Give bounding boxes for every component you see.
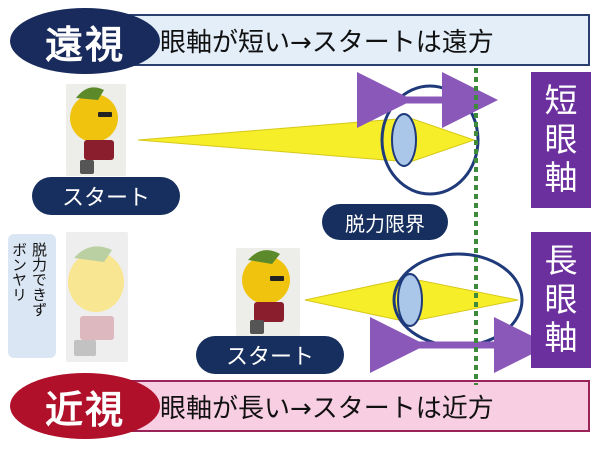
top-banner: 眼軸が短い→スタートは遠方: [118, 14, 590, 66]
long-axis-char-1: 長: [544, 240, 578, 280]
long-axis-label: 長 眼 軸: [531, 232, 591, 368]
blurry-note-col1: 脱力できず: [30, 242, 48, 317]
blurry-note-col2: ボンヤリ: [10, 242, 28, 302]
blurry-note: 脱力できず ボンヤリ: [8, 234, 56, 358]
bottom-start-tag: スタート: [196, 336, 344, 374]
short-axis-char-1: 短: [544, 80, 578, 120]
top-start-tag: スタート: [32, 177, 180, 215]
relaxation-limit-label: 脱力限界: [322, 204, 448, 240]
myopia-label: 近視: [10, 373, 160, 439]
long-axis-char-3: 軸: [544, 318, 578, 358]
bottom-lens: [397, 273, 423, 327]
blurred-mascot-photo: [66, 232, 128, 362]
top-lens: [391, 113, 417, 167]
short-axis-char-2: 眼: [544, 119, 578, 159]
short-axis-label: 短 眼 軸: [531, 72, 591, 208]
top-banner-text: 眼軸が短い→スタートは遠方: [160, 27, 494, 58]
long-axis-char-2: 眼: [544, 279, 578, 319]
bottom-mascot-photo: [236, 248, 300, 336]
hyperopia-label: 遠視: [10, 8, 160, 74]
top-light-beam: [137, 117, 476, 163]
bottom-banner: 眼軸が長い→スタートは近方: [118, 380, 590, 432]
top-mascot-photo: [66, 84, 126, 176]
short-axis-char-3: 軸: [544, 158, 578, 198]
bottom-banner-text: 眼軸が長い→スタートは近方: [160, 393, 494, 424]
